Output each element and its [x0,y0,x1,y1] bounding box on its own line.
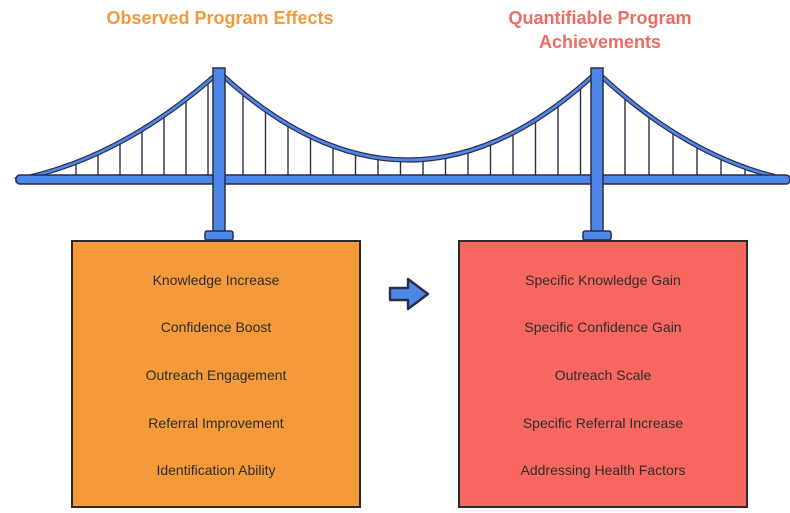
arrow-right-icon [388,277,430,311]
left-item: Knowledge Increase [152,271,280,288]
bridge-cable-fill [14,70,790,182]
right-item: Specific Knowledge Gain [525,271,681,288]
bridge-deck [15,174,790,185]
left-item: Outreach Engagement [145,366,287,383]
left-item: Identification Ability [156,462,276,479]
right-item: Specific Confidence Gain [524,319,682,336]
left-item: Referral Improvement [148,414,284,431]
left-title: Observed Program Effects [106,8,334,28]
right-title-line-1: Quantifiable Program [508,8,692,28]
right-title-line-2: Achievements [538,32,662,52]
suspension-bridge-icon [14,67,790,241]
right-item: Outreach Scale [554,366,652,383]
left-item: Confidence Boost [160,319,272,336]
right-item: Addressing Health Factors [520,462,686,479]
right-item: Specific Referral Increase [522,414,684,431]
tower-left [204,67,234,241]
bridge-cable [14,68,790,183]
right-title: Quantifiable Program Achievements [440,6,760,54]
tower-right [582,67,612,241]
